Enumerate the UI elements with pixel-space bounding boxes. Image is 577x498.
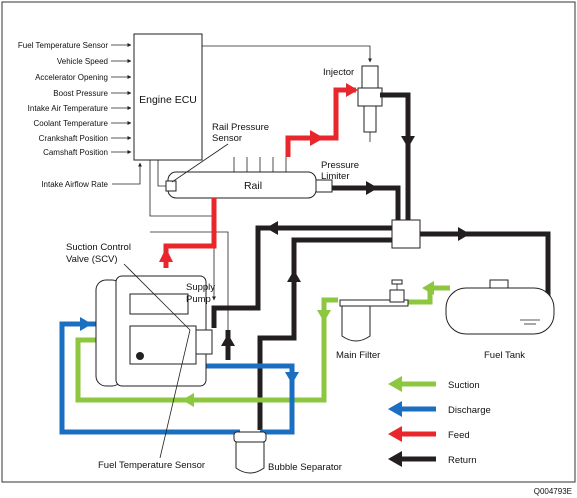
bubble-separator — [233, 431, 267, 474]
suction-line-tank-to-filter — [408, 285, 450, 305]
ecu-to-injector-line — [202, 45, 372, 63]
ecu-to-rail-sensor-line — [157, 160, 166, 187]
feed-line-rail-to-injector — [285, 87, 356, 157]
return-line-to-pump — [211, 225, 392, 328]
fuel-temp-sensor-label: Fuel Temperature Sensor — [98, 460, 205, 471]
main-filter — [339, 279, 409, 342]
rail-outlets — [233, 157, 287, 172]
fuel-temp-sensor-to-ecu-line — [150, 231, 229, 330]
legend-suction-arrowhead — [388, 376, 402, 392]
main-filter-label: Main Filter — [336, 350, 380, 361]
supply-pump-label-2: Pump — [186, 294, 211, 305]
ecu-input-label: Camshaft Position — [43, 148, 108, 157]
ecu-input-label: Intake Air Temperature — [28, 104, 109, 113]
rail-body — [167, 171, 317, 199]
legend-suction-label: Suction — [448, 380, 480, 391]
feed-line-pump-to-rail — [163, 198, 217, 268]
discharge-arrowheads — [80, 317, 299, 384]
ecu-input-label: Crankshaft Position — [39, 134, 108, 143]
figure-id: Q004793E — [534, 487, 572, 496]
legend-feed-label: Feed — [448, 430, 470, 441]
discharge-line-pump-out — [172, 363, 295, 435]
fuel-tank — [445, 279, 555, 335]
legend-return-arrowhead — [388, 451, 402, 467]
rail-pressure-sensor-leader — [171, 143, 229, 183]
ecu-input-label: Fuel Temperature Sensor — [18, 41, 108, 50]
fuel-temp-sensor-leader — [159, 329, 191, 459]
feed-arrowheads — [159, 83, 358, 262]
return-line-injector — [380, 92, 411, 220]
ecu-input-label: Accelerator Opening — [35, 73, 108, 82]
rail-label: Rail — [244, 180, 262, 192]
ecu-input-label: Coolant Temperature — [33, 119, 108, 128]
rail-pressure-sensor-label-1: Rail Pressure — [212, 122, 269, 133]
return-junction-block — [391, 219, 421, 249]
engine-ecu-label: Engine ECU — [139, 94, 197, 106]
fuel-temp-sensor — [136, 352, 144, 360]
scv-leader — [123, 263, 191, 331]
legend-discharge-arrowhead — [388, 401, 402, 417]
diagram-frame — [1, 1, 576, 483]
injector-label: Injector — [323, 67, 354, 78]
return-line-limiter — [332, 185, 401, 220]
legend-feed-arrowhead — [388, 426, 402, 442]
suction-lines — [75, 285, 450, 403]
rail-pressure-sensor-label-2: Sensor — [212, 133, 242, 144]
suction-line-filter-to-pump — [75, 297, 338, 403]
pressure-limiter-label-2: Limiter — [321, 171, 350, 182]
legend: Suction Discharge Feed Return — [388, 376, 491, 467]
return-lines — [211, 92, 551, 430]
intake-airflow-arrow — [112, 162, 142, 185]
return-arrowheads — [221, 136, 470, 346]
rail-pressure-sensor — [165, 180, 177, 192]
pressure-limiter-label-1: Pressure — [321, 160, 359, 171]
ecu-to-pump-line — [149, 160, 216, 301]
injector-body — [357, 65, 383, 142]
bubble-separator-label: Bubble Separator — [268, 462, 342, 473]
ecu-input-label: Boost Pressure — [53, 89, 108, 98]
engine-ecu-box — [133, 33, 203, 161]
fuel-tank-label: Fuel Tank — [484, 350, 525, 361]
intake-airflow-label: Intake Airflow Rate — [41, 180, 108, 189]
supply-pump-label-1: Supply — [186, 282, 215, 293]
scv-label-1: Suction Control — [66, 242, 131, 253]
legend-discharge-label: Discharge — [448, 405, 491, 416]
return-line-bubble-separator — [257, 237, 392, 430]
legend-return-label: Return — [448, 455, 477, 466]
scv-label-2: Valve (SCV) — [66, 254, 118, 265]
ecu-input-label: Vehicle Speed — [57, 57, 108, 66]
ecu-input-group: Fuel Temperature Sensor Vehicle Speed Ac… — [18, 41, 132, 157]
